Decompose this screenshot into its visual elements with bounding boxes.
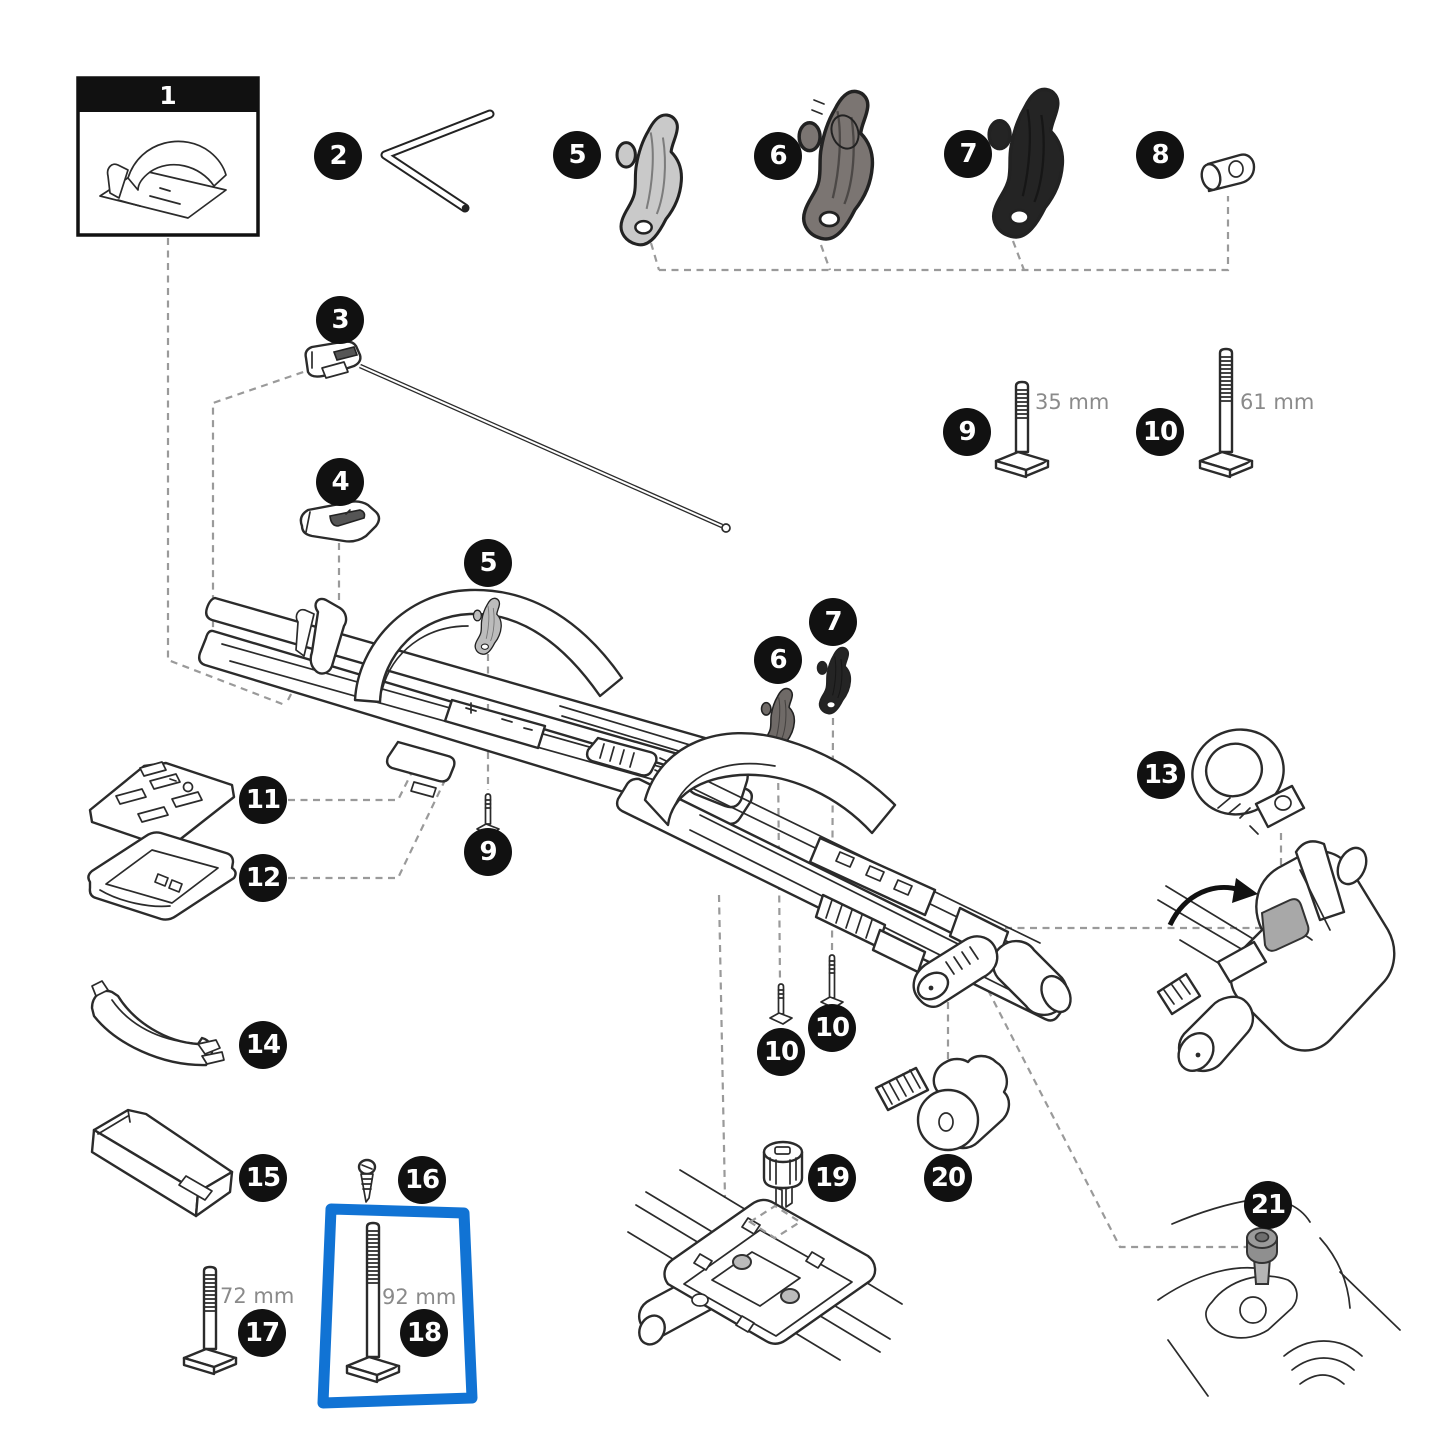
selected-part-highlight[interactable] [317, 1203, 478, 1409]
part-badge-14[interactable]: 14 [239, 1021, 287, 1069]
part-badge-7[interactable]: 7 [944, 130, 992, 178]
front-tray-assembly [197, 588, 754, 826]
part-6-jaw [797, 89, 875, 241]
part-badge-18[interactable]: 18 [400, 1309, 448, 1357]
part-badge-9[interactable]: 9 [464, 828, 512, 876]
part-badge-2[interactable]: 2 [314, 132, 362, 180]
part-badge-8[interactable]: 8 [1136, 131, 1184, 179]
part-15-wedge-block [90, 1108, 234, 1218]
measurement-label: 72 mm [220, 1284, 295, 1308]
part-badge-5[interactable]: 5 [464, 539, 512, 587]
part-badge-10[interactable]: 10 [808, 1004, 856, 1052]
measurement-label: 92 mm [382, 1285, 457, 1309]
part-16-screw [357, 1158, 377, 1203]
rear-tray-assembly [615, 731, 1072, 1022]
part-badge-20[interactable]: 20 [924, 1154, 972, 1202]
part-badge-7[interactable]: 7 [809, 598, 857, 646]
part-10-pin-small-a [820, 954, 844, 1009]
right-arm-assembly [1156, 840, 1396, 1073]
part-badge-3[interactable]: 3 [316, 296, 364, 344]
part-19-lock-cylinder [762, 1140, 804, 1210]
part-badge-11[interactable]: 11 [239, 776, 287, 824]
part-8-pin [1200, 153, 1256, 193]
measurement-label: 61 mm [1240, 390, 1315, 414]
part-3-cable [304, 340, 731, 533]
part-12-gasket-frame [87, 831, 237, 921]
part-badge-6[interactable]: 6 [754, 636, 802, 684]
part-badge-21[interactable]: 21 [1244, 1181, 1292, 1229]
part-badge-10[interactable]: 10 [757, 1028, 805, 1076]
part-badge-4[interactable]: 4 [316, 458, 364, 506]
part-badge-10[interactable]: 10 [1136, 408, 1184, 456]
part-1-rack-thumbnail [99, 140, 227, 219]
part-11-adapter-plate [88, 761, 236, 846]
part-7-jaw [987, 87, 1065, 239]
part-13-clamp-ring [1191, 728, 1306, 835]
part-7-jaw-small [816, 646, 852, 715]
part-badge-5[interactable]: 5 [553, 131, 601, 179]
part-10-tbolt-61mm [1198, 347, 1254, 479]
part-5-jaw [615, 113, 683, 247]
part-badge-16[interactable]: 16 [398, 1156, 446, 1204]
part-1-box-label: 1 [78, 78, 258, 112]
part-20-knob [874, 1054, 1011, 1152]
part-badge-13[interactable]: 13 [1137, 751, 1185, 799]
part-4-sleeve [299, 500, 381, 543]
part-badge-9[interactable]: 9 [943, 408, 991, 456]
part-badge-17[interactable]: 17 [238, 1309, 286, 1357]
part-badge-15[interactable]: 15 [239, 1154, 287, 1202]
part-10-pin-small-b [769, 983, 793, 1025]
part-17-tbolt-72mm [182, 1265, 238, 1376]
part-14-curved-bracket [90, 980, 225, 1067]
part-badge-6[interactable]: 6 [754, 132, 802, 180]
measurement-label: 35 mm [1035, 390, 1110, 414]
part-21-bolt-on-frame [1157, 1198, 1401, 1397]
part-9-tbolt-35mm [994, 380, 1050, 479]
part-badge-12[interactable]: 12 [239, 854, 287, 902]
part-badge-19[interactable]: 19 [808, 1154, 856, 1202]
part-2-hex-key [380, 109, 495, 213]
part-18-tbolt-92mm [345, 1221, 401, 1384]
base-plate-assembly [627, 1169, 903, 1361]
